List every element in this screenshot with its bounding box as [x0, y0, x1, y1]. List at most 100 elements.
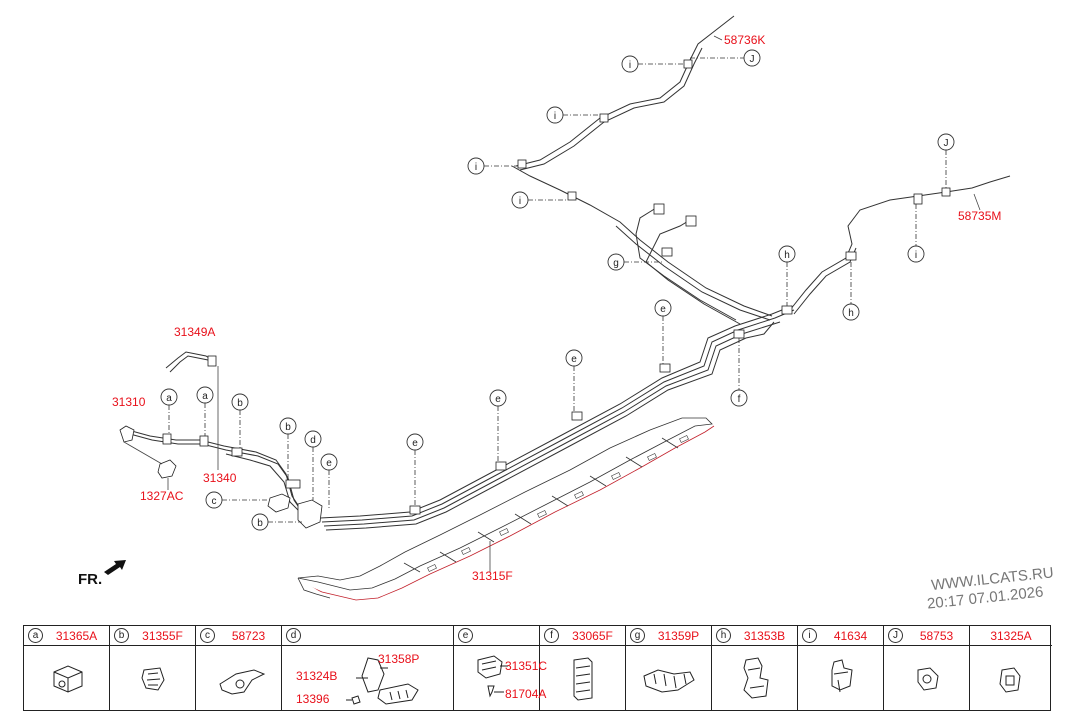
legend-part-number: 31325A: [990, 629, 1032, 643]
svg-text:b: b: [285, 422, 291, 433]
legend-part-number: 41634: [833, 629, 868, 643]
clip-assembly-d-icon: [346, 657, 419, 705]
legend-part-number: 58723: [231, 629, 266, 643]
svg-text:i: i: [519, 196, 521, 207]
callout-j-2: J: [743, 49, 761, 67]
clip-31353B-icon: [743, 657, 769, 699]
legend-letter: J: [888, 628, 903, 643]
legend-letter: i: [802, 628, 817, 643]
legend-letter: f: [544, 628, 559, 643]
callout-j-1: J: [937, 133, 955, 151]
label-31310: 31310: [112, 395, 146, 409]
svg-text:e: e: [495, 394, 501, 405]
legend-part-number: 31353B: [743, 629, 786, 643]
clip-33065F-icon: [573, 657, 593, 701]
callout-e-4: e: [565, 349, 583, 367]
svg-text:b: b: [237, 398, 243, 409]
front-direction-indicator: FR.: [78, 560, 126, 588]
legend-sub-part-31358P: 31358P: [378, 652, 420, 666]
svg-text:g: g: [613, 258, 619, 269]
legend-letter: h: [716, 628, 731, 643]
legend-letter: e: [458, 628, 473, 643]
callout-i-5: i: [621, 55, 639, 73]
callout-f: f: [730, 389, 748, 407]
svg-text:f: f: [738, 394, 741, 405]
callout-e-2: e: [406, 433, 424, 451]
svg-text:i: i: [915, 250, 917, 261]
svg-text:i: i: [629, 60, 631, 71]
front-arrow-icon: [104, 560, 126, 575]
svg-text:b: b: [257, 518, 263, 529]
label-31349A: 31349A: [174, 325, 215, 339]
svg-text:FR.: FR.: [78, 571, 102, 588]
label-58736K: 58736K: [724, 33, 765, 47]
fuel-line-diagram: a a b b d e c b e e e e f g h h i J i i …: [78, 15, 1054, 613]
clip-31359P-icon: [643, 669, 695, 693]
legend-cell-e: e 31351C 81704A: [454, 626, 547, 710]
legend-cell-d: d 31324B 31358P 13396: [282, 626, 454, 710]
grommet-1327AC: [123, 441, 177, 479]
legend-letter: b: [114, 628, 129, 643]
svg-text:e: e: [571, 354, 577, 365]
legend-letter: g: [630, 628, 645, 643]
legend-cell-c: c 58723: [196, 626, 282, 710]
callout-i-4: i: [546, 106, 564, 124]
callout-b-3: b: [251, 513, 269, 531]
legend-cell-31325A: 31325A: [970, 626, 1052, 710]
clip-assembly-e-icon: [477, 655, 508, 698]
callouts: a a b b d e c b e e e e f g h h i J i i …: [160, 49, 955, 531]
grommet-58753-icon: [917, 667, 939, 691]
svg-text:d: d: [310, 435, 316, 446]
legend-cell-f: f 33065F: [540, 626, 626, 710]
callout-d: d: [304, 430, 322, 448]
legend-part-number: 58753: [919, 629, 954, 643]
legend-letter: c: [200, 628, 215, 643]
callout-c: c: [205, 491, 223, 509]
svg-text:a: a: [202, 391, 208, 402]
parts-legend-table: a 31365A b 31355F c 58723 d 31324B 31358P 1…: [23, 625, 1052, 711]
svg-text:h: h: [848, 308, 854, 319]
clip-41634-icon: [831, 659, 853, 693]
callout-a-2: a: [196, 386, 214, 404]
label-1327AC: 1327AC: [140, 489, 184, 503]
heat-shield-31315F: [297, 417, 715, 601]
callout-b-2: b: [279, 417, 297, 435]
svg-text:e: e: [326, 458, 332, 469]
svg-text:i: i: [475, 162, 477, 173]
callout-e-5: e: [654, 299, 672, 317]
part-labels: 58736K 58735M 31349A 31310 31340 1327AC …: [112, 33, 1001, 583]
legend-part-number: 31365A: [55, 629, 98, 643]
callout-b-1: b: [231, 393, 249, 411]
legend-sub-part-31324B: 31324B: [296, 669, 338, 683]
legend-letter: d: [286, 628, 301, 643]
svg-text:J: J: [944, 138, 949, 149]
svg-text:e: e: [660, 304, 666, 315]
main-fuel-lines: [119, 15, 1011, 531]
watermark: WWW.ILCATS.RU 20:17 07.01.2026: [926, 564, 1054, 612]
legend-sub-part-13396: 13396: [296, 692, 330, 706]
callout-a-1: a: [160, 388, 178, 406]
legend-cell-a: a 31365A: [24, 626, 110, 710]
svg-text:a: a: [166, 393, 172, 404]
label-31340: 31340: [203, 471, 237, 485]
clip-31365A-icon: [53, 665, 83, 693]
legend-part-number: 31355F: [142, 629, 183, 643]
svg-text:h: h: [784, 250, 790, 261]
callout-g: g: [607, 253, 625, 271]
leader-lines: [167, 35, 981, 523]
callout-i-2: i: [511, 191, 529, 209]
svg-text:i: i: [554, 111, 556, 122]
callout-e-1: e: [320, 453, 338, 471]
label-31315F: 31315F: [472, 569, 513, 583]
callout-i-1: i: [907, 245, 925, 263]
legend-sub-part-81704A: 81704A: [505, 687, 547, 701]
legend-part-number: 33065F: [572, 629, 613, 643]
legend-letter: a: [28, 628, 43, 643]
svg-text:J: J: [750, 54, 755, 65]
label-58735M: 58735M: [958, 209, 1001, 223]
callout-e-3: e: [489, 389, 507, 407]
legend-cell-i: i 41634: [798, 626, 884, 710]
legend-cell-h: h 31353B: [712, 626, 798, 710]
bracket-58723-icon: [219, 669, 266, 695]
